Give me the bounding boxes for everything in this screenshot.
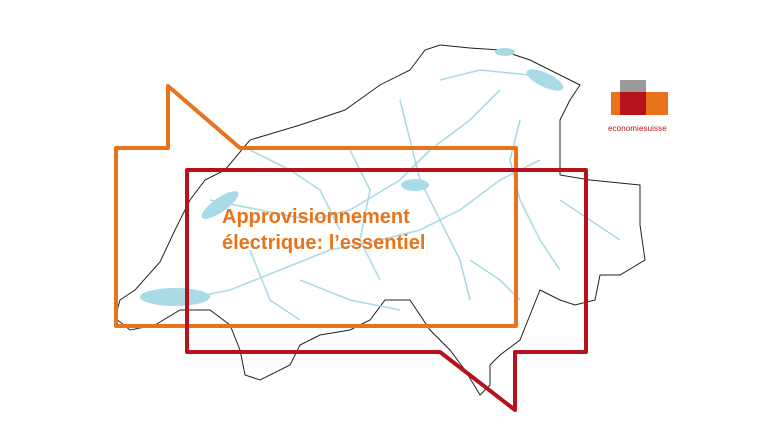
logo-text: economiesuisse bbox=[608, 124, 667, 133]
map-outline bbox=[114, 44, 646, 396]
slide-title: Approvisionnement électrique: l’essentie… bbox=[222, 204, 425, 256]
title-line-2: électrique: l’essentiel bbox=[222, 232, 426, 254]
red-speech-bubble bbox=[185, 168, 588, 412]
economiesuisse-logo bbox=[611, 80, 668, 115]
orange-speech-bubble bbox=[114, 84, 518, 328]
title-line-1: Approvisionnement bbox=[222, 206, 410, 228]
lakes bbox=[140, 48, 564, 306]
